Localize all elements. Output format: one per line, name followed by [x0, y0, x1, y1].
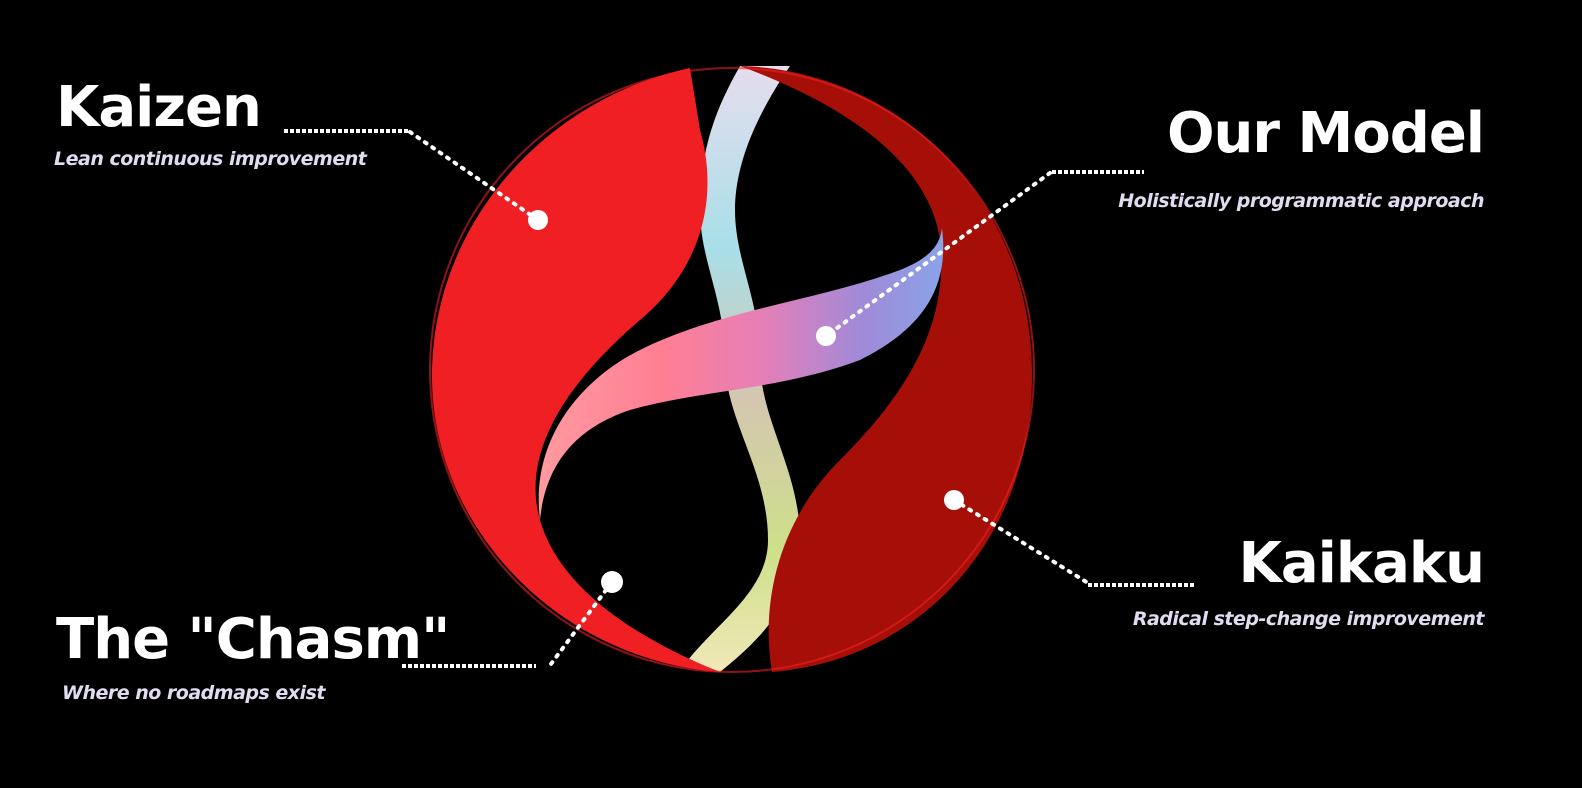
kaikaku-lobe: [740, 66, 1033, 672]
kaizen-title: Kaizen: [56, 75, 262, 140]
our-model-ribbon: [538, 228, 944, 520]
chasm-leader-line: [402, 571, 623, 670]
chasm-title: The "Chasm": [56, 607, 450, 672]
chasm-subtitle: Where no roadmaps exist: [62, 682, 325, 704]
kaizen-lobe: [431, 68, 720, 672]
kaizen-leader-line: [284, 129, 548, 230]
our-model-leader-line: [816, 170, 1144, 346]
kaikaku-leader-line: [944, 490, 1196, 587]
kaizen-subtitle: Lean continuous improvement: [54, 148, 367, 170]
our-model-subtitle: Holistically programmatic approach: [1118, 190, 1484, 212]
kaikaku-title: Kaikaku: [1238, 531, 1485, 596]
our-model-title: Our Model: [1166, 101, 1485, 166]
kaikaku-subtitle: Radical step-change improvement: [1132, 608, 1485, 630]
